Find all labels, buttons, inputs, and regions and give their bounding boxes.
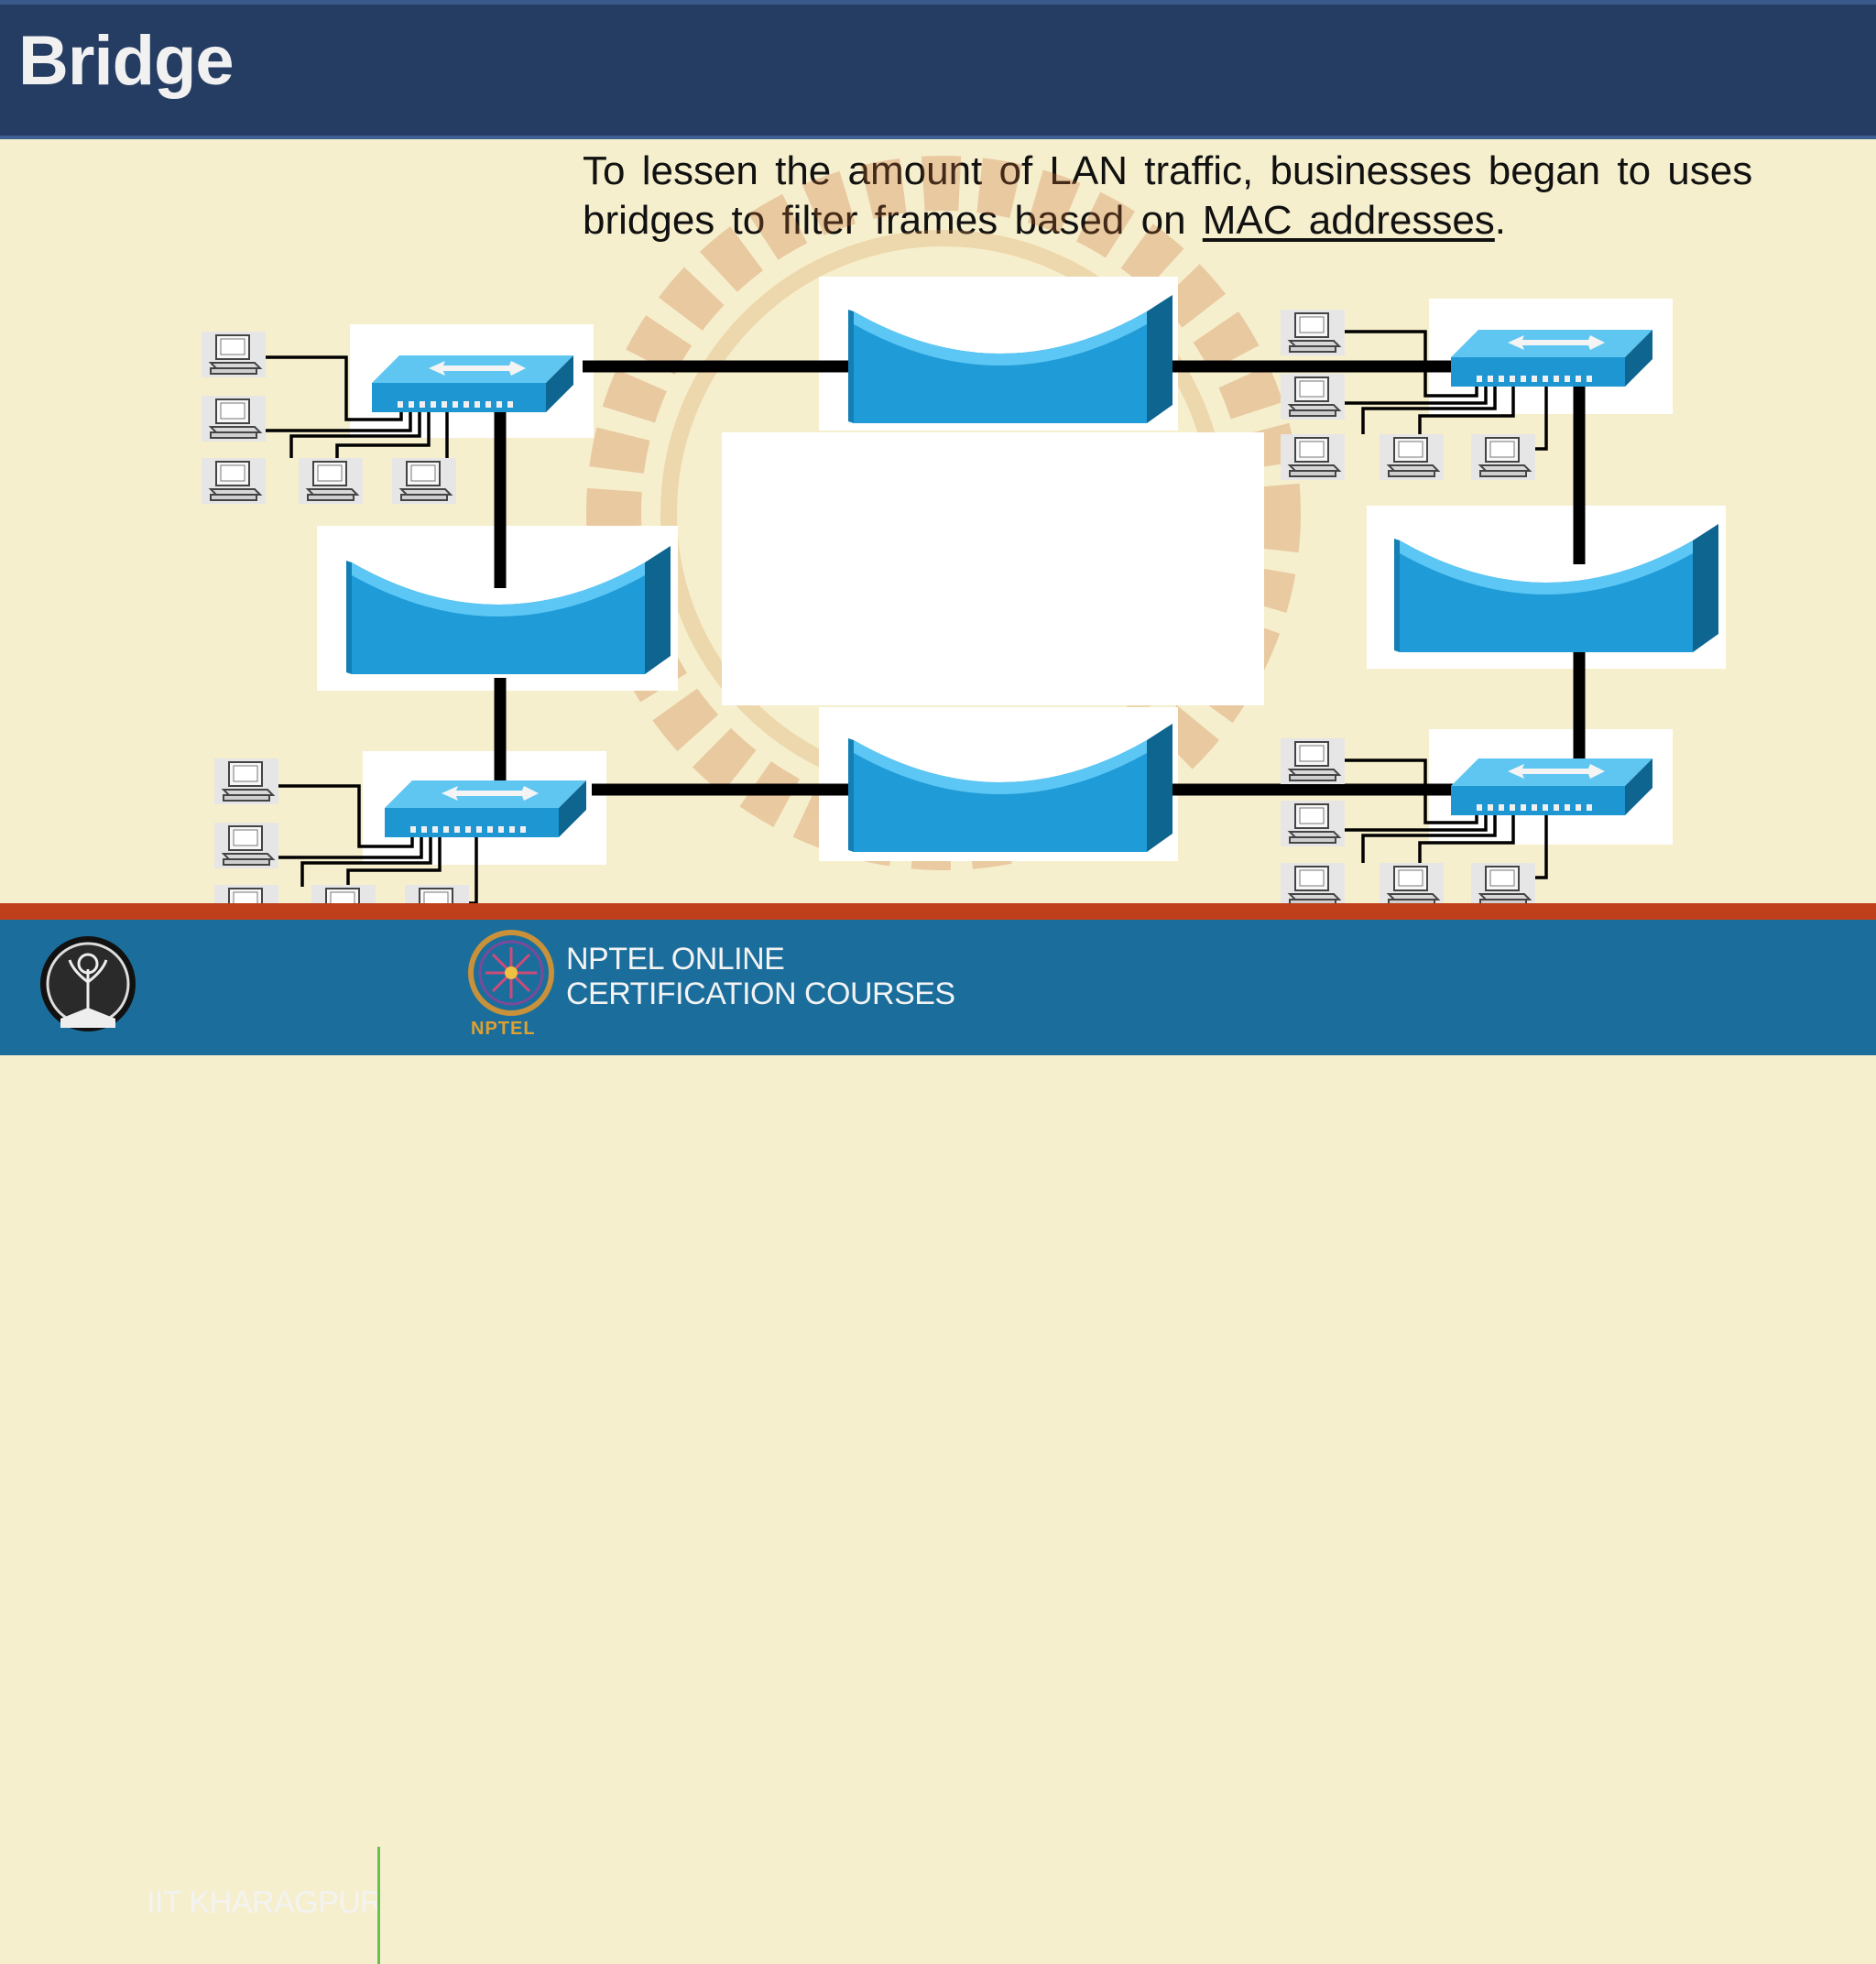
caption-text: To lessen the amount of LAN traffic, bus… — [583, 148, 1753, 243]
network-diagram — [201, 156, 1726, 932]
footer-stripe — [0, 903, 1876, 920]
nptel-logo-icon — [468, 930, 554, 1016]
switch-icon — [385, 780, 586, 837]
footer-program-line2: CERTIFICATION COURSES — [566, 977, 955, 1011]
pc-icon — [201, 331, 267, 378]
pc-icon — [213, 822, 279, 869]
title-bar: Bridge — [0, 0, 1876, 139]
pc-icon — [1379, 433, 1445, 481]
switch-icon — [1451, 758, 1652, 815]
pc-icon — [1470, 433, 1536, 481]
pc-icon — [1280, 373, 1346, 420]
footer-institute: IIT KHARAGPUR — [147, 1885, 383, 1920]
footer-program-line1: NPTEL ONLINE — [566, 942, 785, 977]
pc-icon — [201, 395, 267, 442]
footer-divider — [377, 1847, 380, 1964]
iit-kharagpur-logo-icon — [40, 936, 136, 1031]
slide-title: Bridge — [18, 22, 234, 100]
pc-icon — [213, 758, 279, 805]
pc-icon — [201, 457, 267, 505]
pc-icon — [1470, 862, 1536, 910]
pc-icon — [1280, 433, 1346, 481]
nptel-logo-text: NPTEL — [471, 1019, 536, 1039]
caption-link-mac-addresses: MAC addresses — [1202, 198, 1495, 243]
pc-icon — [1280, 800, 1346, 847]
pc-icon — [1280, 309, 1346, 356]
pc-icon — [1379, 862, 1445, 910]
caption-end: . — [1494, 198, 1507, 243]
footer: IIT KHARAGPUR NPTEL NPTEL ONLINE CERTIFI… — [0, 920, 1876, 1964]
pc-icon — [1280, 862, 1346, 910]
switch-icon — [1451, 330, 1652, 387]
pc-icon — [298, 457, 364, 505]
pc-icon — [1280, 737, 1346, 785]
slide-caption: To lessen the amount of LAN traffic, bus… — [583, 147, 1755, 246]
switch-icon — [372, 355, 573, 412]
pc-icon — [391, 457, 457, 505]
